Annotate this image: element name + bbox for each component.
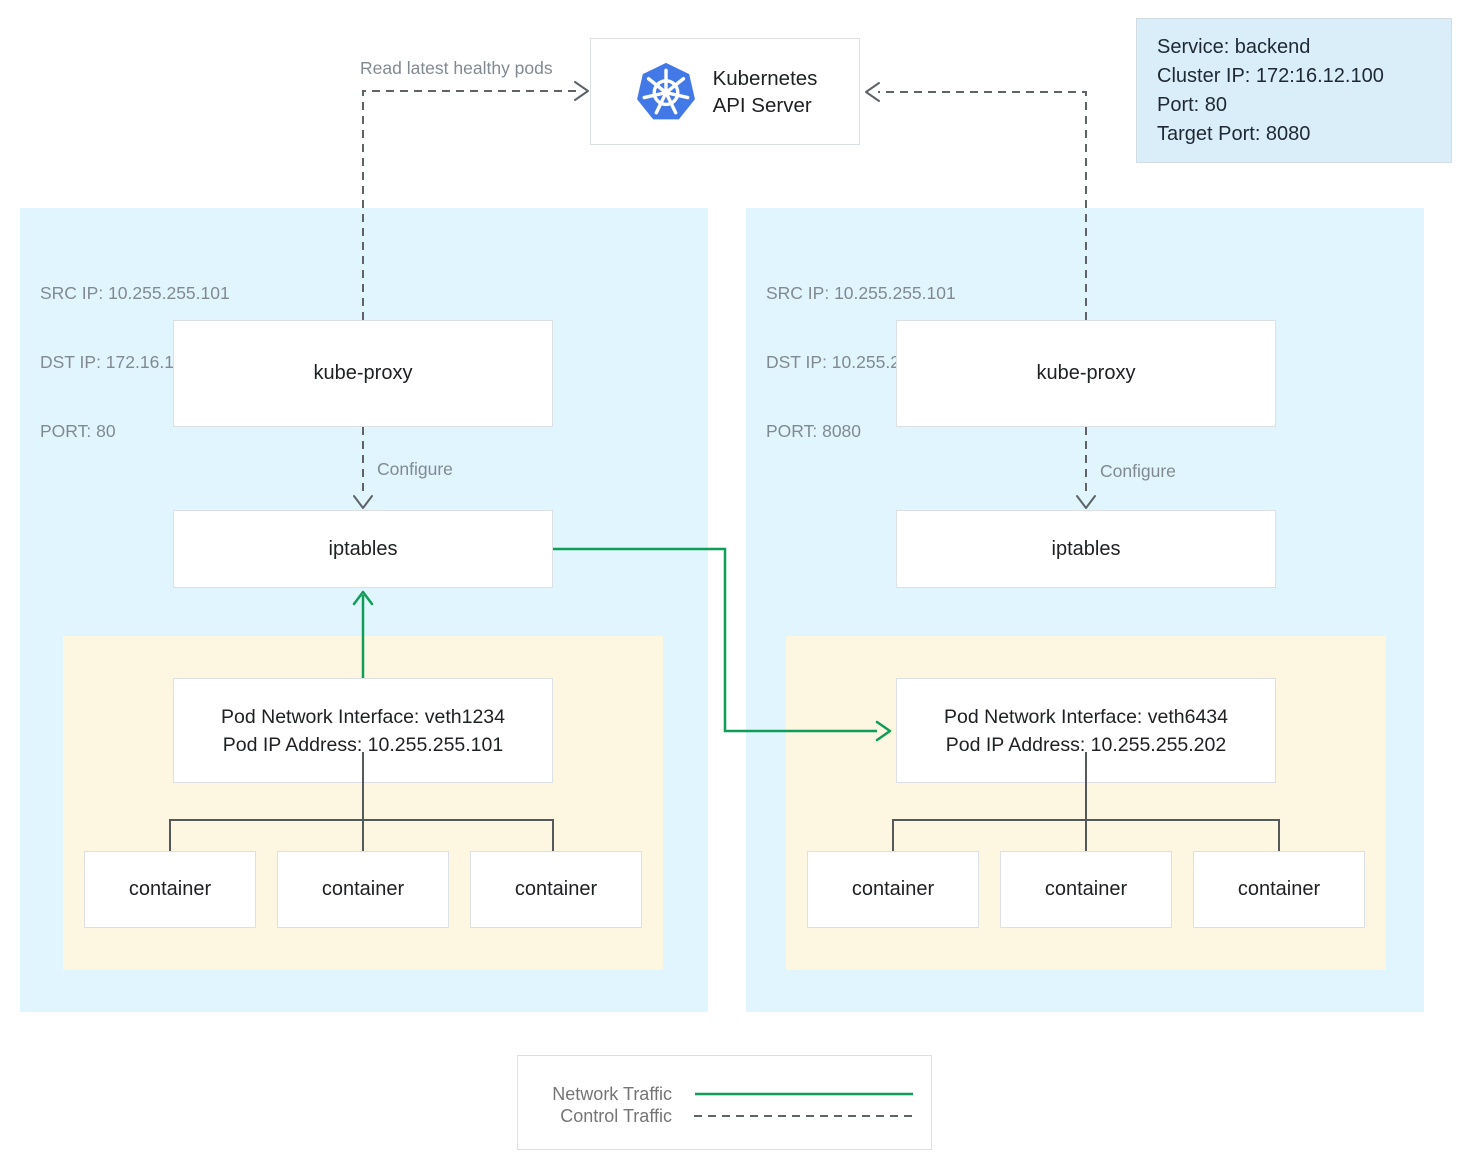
configure-label-node2: Configure xyxy=(1100,461,1176,481)
node1-port: PORT: 80 xyxy=(40,421,116,441)
kube-proxy-box-node2: kube-proxy xyxy=(896,320,1276,427)
api-server-label: Kubernetes API Server xyxy=(712,66,818,117)
container-box: container xyxy=(277,851,449,928)
pod-interface-box-node2: Pod Network Interface: veth6434 Pod IP A… xyxy=(896,678,1276,783)
iptables-box-node2: iptables xyxy=(896,510,1276,588)
legend-control-traffic-label: Control Traffic xyxy=(560,1106,672,1126)
container-box: container xyxy=(84,851,256,928)
api-server-box: Kubernetes API Server xyxy=(590,38,860,145)
container-box: container xyxy=(1000,851,1172,928)
legend-network-traffic-label: Network Traffic xyxy=(552,1084,672,1104)
kubernetes-icon xyxy=(636,62,695,119)
service-name: Service: backend xyxy=(1157,36,1311,58)
pod-interface-box-node1: Pod Network Interface: veth1234 Pod IP A… xyxy=(173,678,553,783)
legend xyxy=(517,1055,932,1150)
read-latest-healthy-pods-label: Read latest healthy pods xyxy=(360,58,553,78)
configure-label-node1: Configure xyxy=(377,459,453,479)
pod2-ip: Pod IP Address: 10.255.255.202 xyxy=(945,733,1227,756)
service-info-card: Service: backend Cluster IP: 172:16.12.1… xyxy=(1136,18,1452,163)
container-box: container xyxy=(807,851,979,928)
arrowhead-left-into-api xyxy=(865,82,880,102)
kube-proxy-box-node1: kube-proxy xyxy=(173,320,553,427)
pod1-interface: Pod Network Interface: veth1234 xyxy=(221,705,505,728)
container-box: container xyxy=(1193,851,1365,928)
service-cluster-ip: Cluster IP: 172:16.12.100 xyxy=(1157,65,1384,87)
container-box: container xyxy=(470,851,642,928)
node2-port: PORT: 8080 xyxy=(766,421,862,441)
node1-src-ip: SRC IP: 10.255.255.101 xyxy=(40,283,230,303)
service-port: Port: 80 xyxy=(1157,94,1228,116)
iptables-box-node1: iptables xyxy=(173,510,553,588)
pod1-ip: Pod IP Address: 10.255.255.101 xyxy=(222,733,504,756)
node2-src-ip: SRC IP: 10.255.255.101 xyxy=(766,283,956,303)
arrowhead-right-into-api xyxy=(574,81,589,101)
pod2-interface: Pod Network Interface: veth6434 xyxy=(944,705,1228,728)
service-target-port: Target Port: 8080 xyxy=(1157,123,1311,145)
